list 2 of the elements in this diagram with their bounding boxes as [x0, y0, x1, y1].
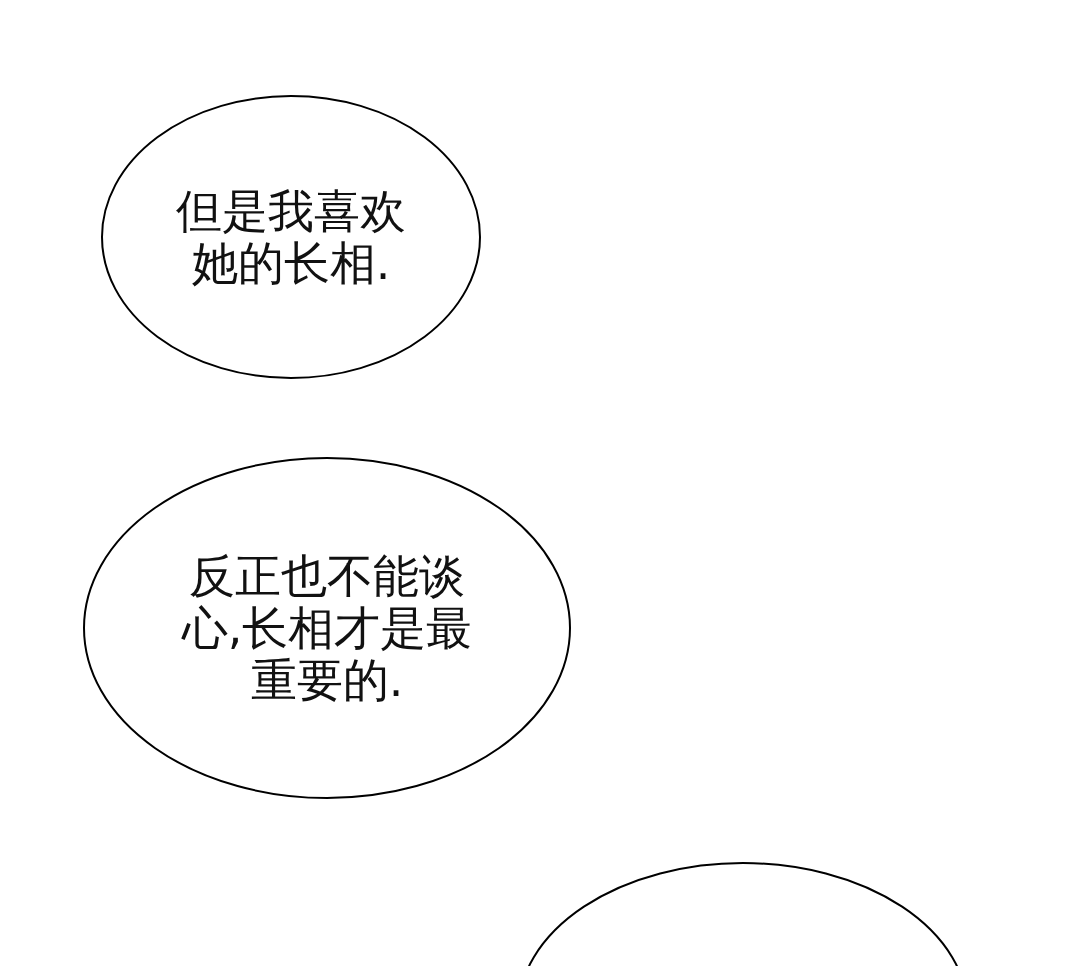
speech-text: 反正也不能谈心,长相才是最重要的.: [180, 550, 474, 706]
speech-text: 但是我喜欢她的长相.: [175, 185, 407, 289]
